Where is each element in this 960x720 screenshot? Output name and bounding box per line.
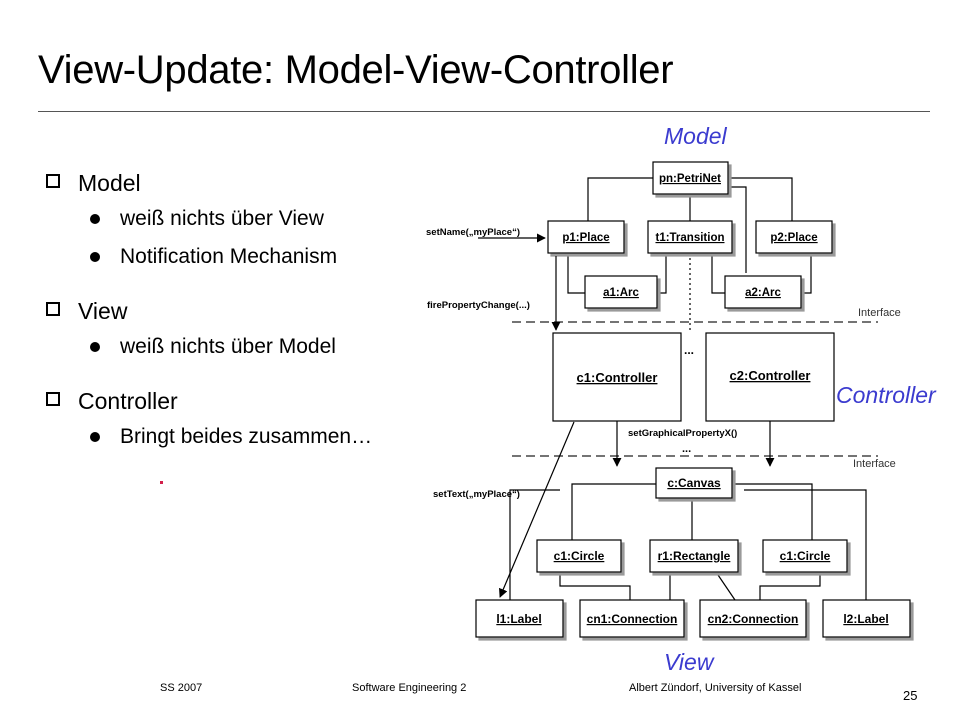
- arrow-set-text: [499, 421, 575, 598]
- link-transition-arc2: [711, 253, 725, 294]
- hollow-square-bullet-icon: [46, 392, 60, 406]
- controller-ellipsis: ...: [684, 343, 694, 357]
- bullet-list: Model weiß nichts über View Notification…: [46, 166, 372, 456]
- object-arc2: a2:Arc: [724, 275, 802, 309]
- red-accent-dot: [160, 481, 163, 484]
- link-canvas-circle1: [571, 483, 656, 540]
- sub-bullet-text: Notification Mechanism: [120, 245, 338, 268]
- dot-bullet-icon: [90, 342, 100, 352]
- link-place2-arc2: [801, 253, 812, 294]
- message-ellipsis: ...: [682, 443, 691, 455]
- dot-bullet-icon: [90, 214, 100, 224]
- sub-bullet: weiß nichts über Model: [78, 328, 372, 366]
- object-connection1: cn1:Connection: [579, 599, 685, 638]
- link-petrinet-place1: [587, 177, 653, 221]
- section-label-controller: Controller: [836, 382, 937, 408]
- message-set-text: setText(„myPlace“): [433, 489, 520, 500]
- object-canvas: c:Canvas: [655, 467, 733, 499]
- sub-bullet-text: Bringt beides zusammen…: [120, 425, 373, 448]
- object-connection2: cn2:Connection: [699, 599, 807, 638]
- link-rectangle-connection2: [715, 571, 736, 601]
- link-petrinet-arc2: [720, 186, 747, 273]
- sub-bullet: Notification Mechanism: [78, 238, 372, 276]
- title-divider: [38, 111, 930, 112]
- object-label: c2:Controller: [730, 368, 811, 383]
- sub-bullet-text: weiß nichts über View: [120, 207, 324, 230]
- message-set-name: setName(„myPlace“): [426, 227, 520, 238]
- hollow-square-bullet-icon: [46, 174, 60, 188]
- bullet-model: Model weiß nichts über View Notification…: [46, 166, 372, 276]
- message-set-graphical-property: setGraphicalPropertyX(): [628, 428, 737, 439]
- sub-bullet: weiß nichts über View: [78, 200, 372, 238]
- section-label-view: View: [664, 649, 715, 675]
- object-label: t1:Transition: [655, 232, 724, 244]
- interface-label: Interface: [858, 307, 901, 319]
- object-place1: p1:Place: [547, 220, 625, 254]
- sub-bullet-text: weiß nichts über Model: [120, 335, 336, 358]
- footer-author: Albert Zündorf, University of Kassel: [629, 682, 802, 694]
- object-controller-c2: c2:Controller: [705, 332, 835, 422]
- bullet-view: View weiß nichts über Model: [46, 294, 372, 366]
- section-label-model: Model: [664, 123, 728, 149]
- sub-bullet: Bringt beides zusammen…: [78, 418, 372, 456]
- link-circle2-connection2: [759, 572, 821, 600]
- object-label1: l1:Label: [475, 599, 564, 638]
- object-label: c1:Circle: [554, 549, 605, 563]
- page-number: 25: [903, 688, 918, 703]
- link-canvas-label1: [509, 489, 560, 600]
- object-label: c:Canvas: [667, 476, 721, 490]
- object-label: pn:PetriNet: [659, 173, 721, 185]
- object-label: l1:Label: [496, 612, 541, 626]
- link-circle1-connection1: [559, 572, 631, 600]
- hollow-square-bullet-icon: [46, 302, 60, 316]
- object-rectangle: r1:Rectangle: [649, 539, 739, 573]
- message-fire-property-change: firePropertyChange(...): [427, 300, 530, 311]
- bullet-label: View: [78, 298, 128, 324]
- bullet-label: Model: [78, 170, 141, 196]
- dot-bullet-icon: [90, 252, 100, 262]
- footer-course: Software Engineering 2: [352, 682, 467, 694]
- object-transition: t1:Transition: [647, 220, 733, 254]
- link-transition-arc1: [657, 253, 667, 294]
- bullet-controller: Controller Bringt beides zusammen…: [46, 384, 372, 456]
- link-petrinet-place2: [728, 177, 793, 221]
- object-label: c1:Circle: [780, 549, 831, 563]
- object-petrinet: pn:PetriNet: [652, 161, 729, 195]
- link-canvas-circle2: [732, 483, 813, 540]
- object-circle1: c1:Circle: [536, 539, 622, 573]
- link-canvas-label2: [744, 489, 867, 600]
- link-place1-arc1: [567, 253, 585, 294]
- object-label: r1:Rectangle: [658, 549, 731, 563]
- object-label: p2:Place: [770, 232, 817, 244]
- object-circle2: c1:Circle: [762, 539, 848, 573]
- object-label: cn2:Connection: [708, 612, 799, 626]
- object-label: a1:Arc: [603, 287, 639, 299]
- bullet-label: Controller: [78, 388, 178, 414]
- object-label: c1:Controller: [577, 370, 658, 385]
- object-label: cn1:Connection: [587, 612, 678, 626]
- object-label: p1:Place: [562, 232, 609, 244]
- interface-label: Interface: [853, 458, 896, 470]
- object-label: a2:Arc: [745, 287, 781, 299]
- slide-title: View-Update: Model-View-Controller: [38, 48, 674, 92]
- footer-semester: SS 2007: [160, 682, 203, 694]
- object-arc1: a1:Arc: [584, 275, 658, 309]
- object-label: l2:Label: [843, 612, 888, 626]
- object-controller-c1: c1:Controller: [552, 332, 682, 422]
- object-label2: l2:Label: [822, 599, 911, 638]
- object-place2: p2:Place: [755, 220, 833, 254]
- dot-bullet-icon: [90, 432, 100, 442]
